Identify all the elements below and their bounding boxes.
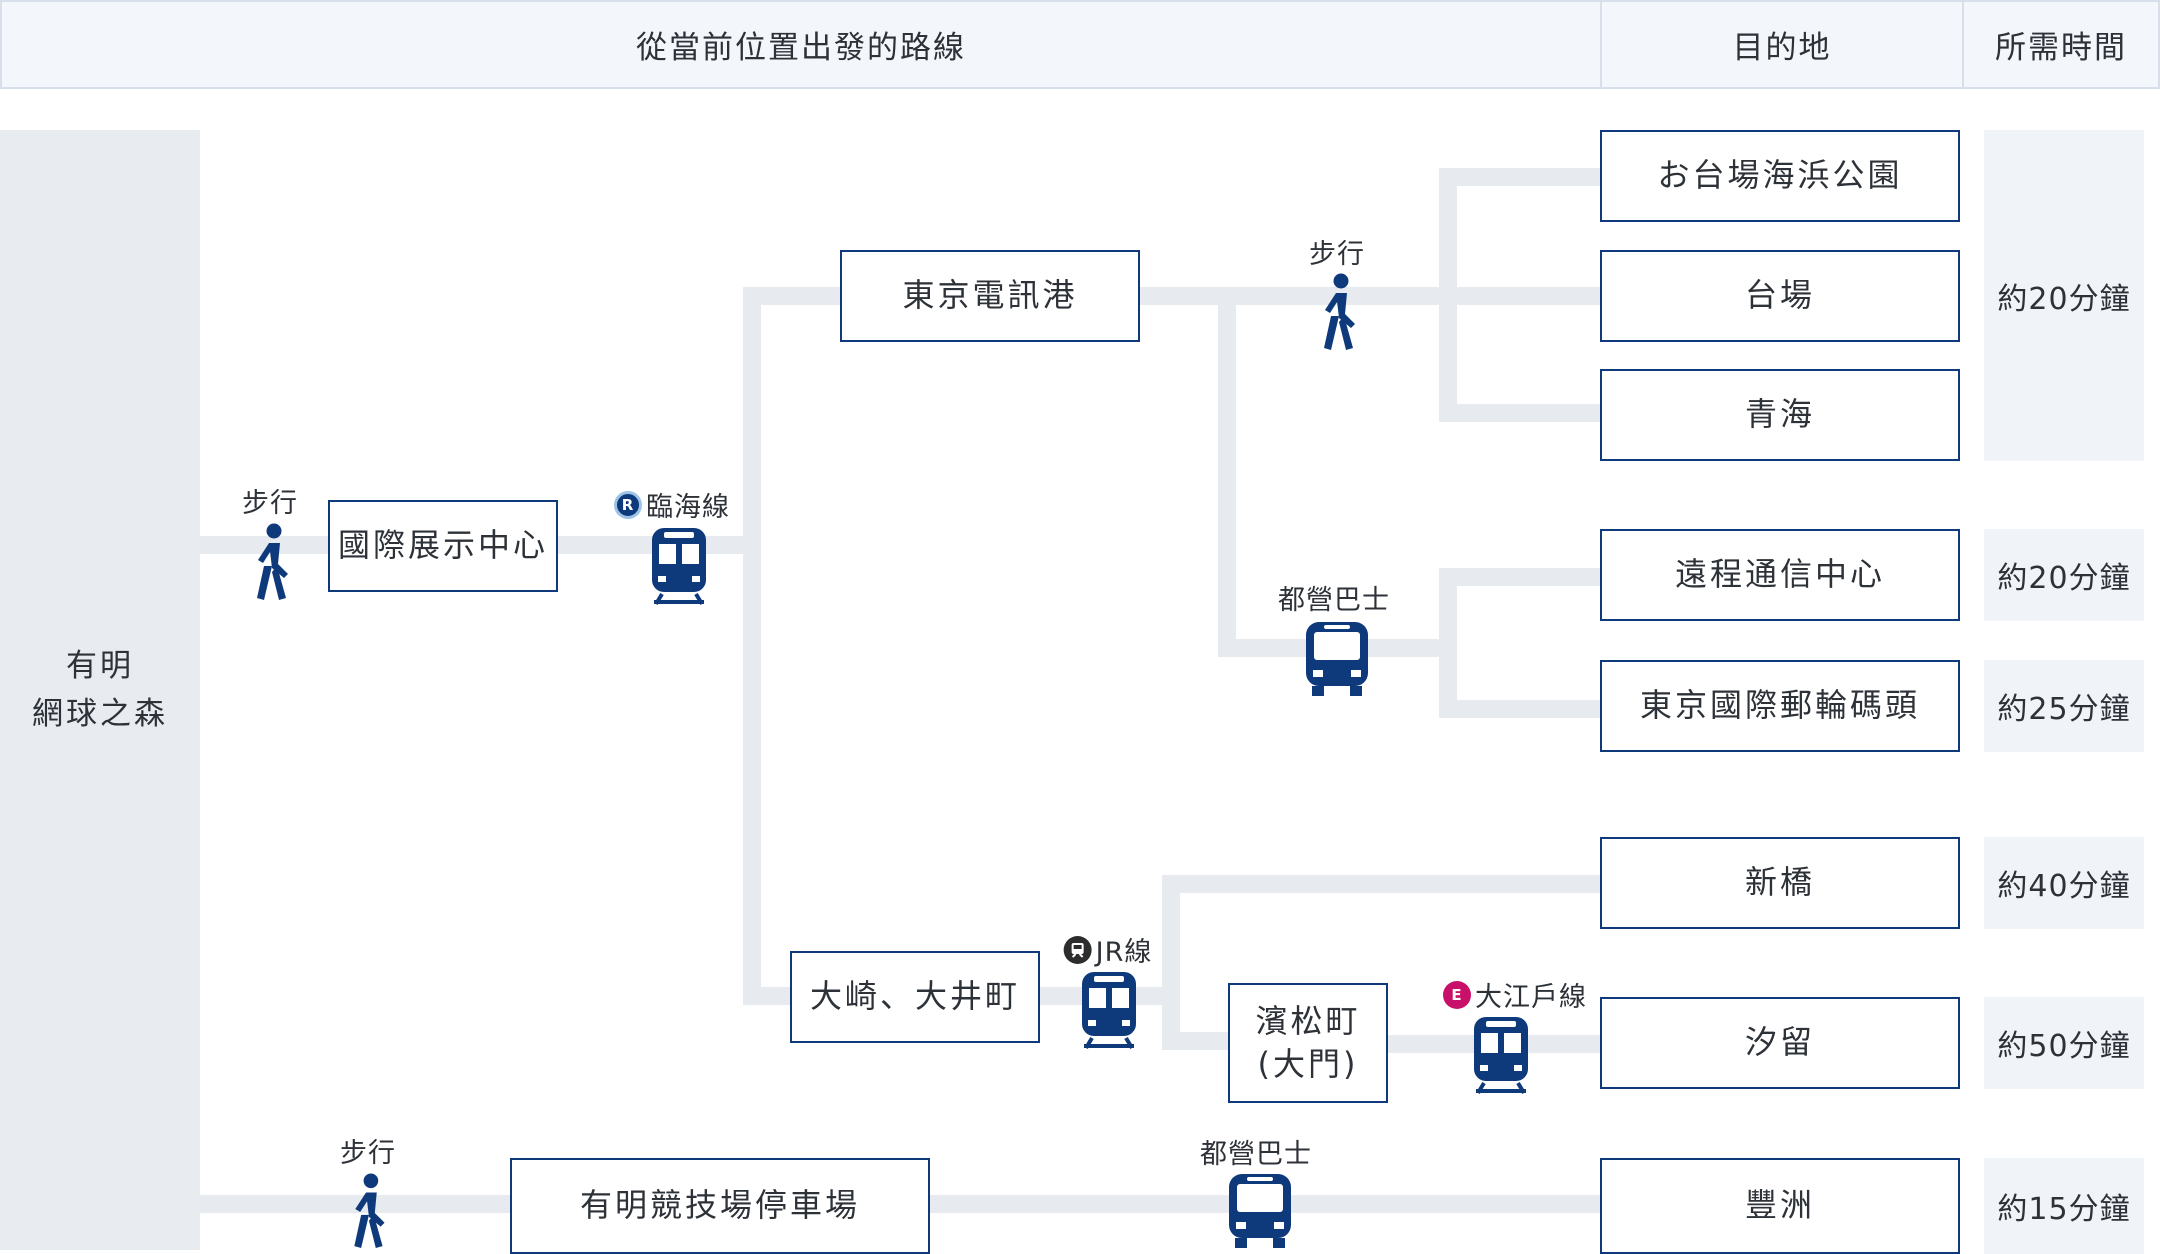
oedo-line-label: E 大江戶線 xyxy=(1443,975,1587,1014)
origin-line1: 有明 xyxy=(66,647,134,684)
walk-label: 步行 xyxy=(340,1138,396,1169)
destination-shimbashi: 新橋 xyxy=(1600,837,1960,929)
train-icon xyxy=(652,528,706,606)
rinkai-line-text: 臨海線 xyxy=(646,492,730,523)
bus-label: 都營巴士 xyxy=(1200,1139,1312,1170)
origin-line2: 網球之森 xyxy=(32,696,168,732)
destination-odaiba-park: お台場海浜公園 xyxy=(1600,130,1960,222)
destination-toyosu: 豐洲 xyxy=(1600,1158,1960,1254)
station-osaki: 大崎、大井町 xyxy=(790,951,1040,1043)
walk-label: 步行 xyxy=(242,488,298,519)
rinkai-line-badge-icon: R xyxy=(614,490,642,519)
walk-label: 步行 xyxy=(1309,239,1365,270)
station-kokusai: 國際展示中心 xyxy=(328,500,558,592)
destination-telecom-center: 遠程通信中心 xyxy=(1600,529,1960,621)
jr-line-label: JR線 xyxy=(1063,930,1153,969)
jr-line-text: JR線 xyxy=(1095,937,1153,968)
time-cell: 約20分鐘 xyxy=(1984,130,2144,461)
destination-daiba: 台場 xyxy=(1600,250,1960,342)
bus-label: 都營巴士 xyxy=(1278,585,1390,616)
station-parking: 有明競技場停車場 xyxy=(510,1158,930,1254)
header-routes: 從當前位置出發的路線 xyxy=(0,0,1600,89)
oedo-line-text: 大江戶線 xyxy=(1475,982,1587,1013)
time-cell: 約25分鐘 xyxy=(1984,660,2144,752)
walker-icon xyxy=(354,1173,385,1249)
destination-cruise-terminal: 東京國際郵輪碼頭 xyxy=(1600,660,1960,752)
station-hamamatsucho-line1: 濱松町 xyxy=(1255,1001,1361,1040)
time-cell: 約20分鐘 xyxy=(1984,529,2144,621)
oedo-line-badge-icon: E xyxy=(1443,980,1471,1009)
walker-icon xyxy=(257,523,288,600)
time-cell: 約40分鐘 xyxy=(1984,837,2144,929)
train-icon xyxy=(1474,1017,1528,1095)
time-cell: 約50分鐘 xyxy=(1984,997,2144,1089)
header-destination: 目的地 xyxy=(1600,0,1962,89)
walker-icon xyxy=(1324,273,1355,350)
jr-line-badge-icon xyxy=(1063,935,1092,964)
station-telecom: 東京電訊港 xyxy=(840,250,1140,342)
train-icon xyxy=(1082,972,1136,1050)
origin-cell: 有明 網球之森 xyxy=(0,130,200,1250)
bus-icon xyxy=(1229,1174,1291,1248)
time-cell: 約15分鐘 xyxy=(1984,1158,2144,1254)
rinkai-line-label: R 臨海線 xyxy=(614,485,730,524)
header-time: 所需時間 xyxy=(1962,0,2160,89)
destination-shiodome: 汐留 xyxy=(1600,997,1960,1089)
destination-aomi: 青海 xyxy=(1600,369,1960,461)
bus-icon xyxy=(1306,622,1368,696)
station-hamamatsucho-line2: (大門) xyxy=(1257,1045,1359,1083)
station-hamamatsucho: 濱松町 (大門) xyxy=(1228,983,1388,1103)
